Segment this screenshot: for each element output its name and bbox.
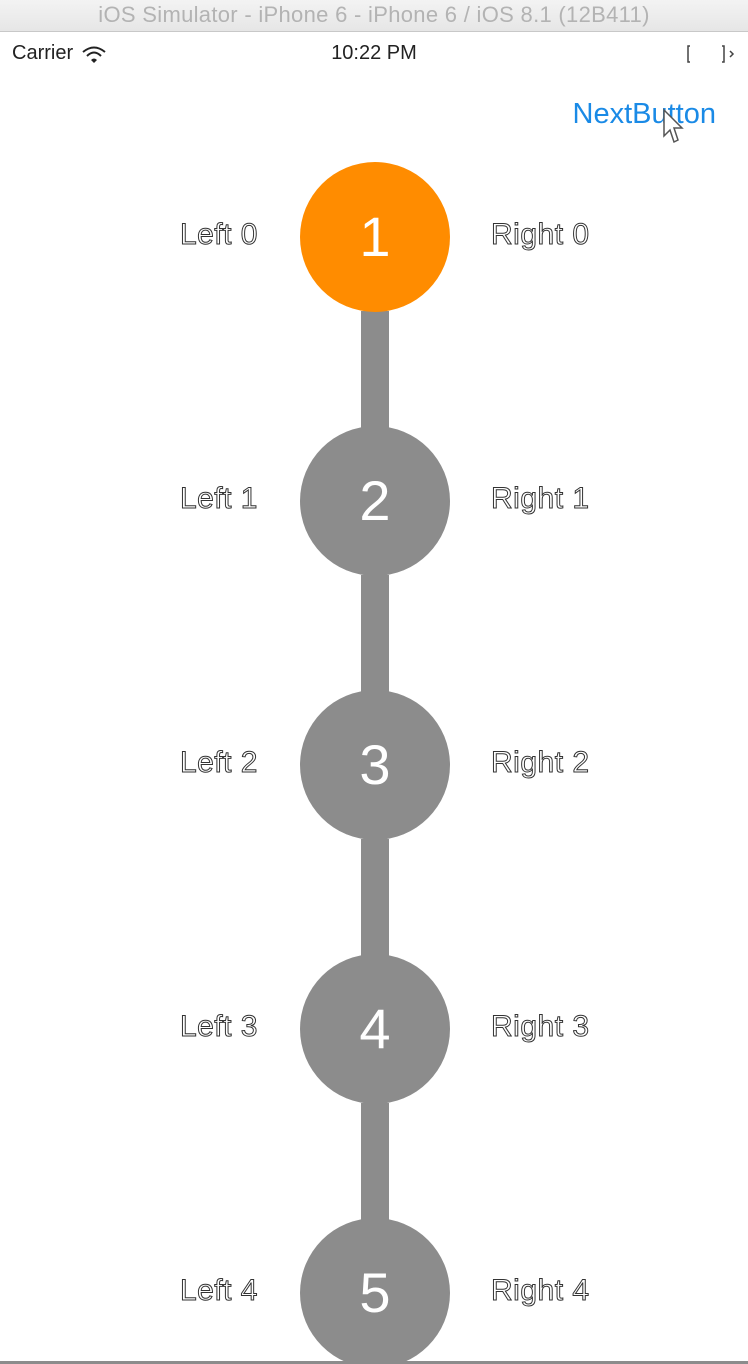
step-left-label: Left 2 — [179, 746, 258, 780]
step-row: Left 3 4 Right 3 — [0, 954, 748, 1104]
step-row: Left 0 1 Right 0 — [0, 162, 748, 312]
step-left-label: Left 0 — [179, 218, 258, 252]
carrier-indicator: Carrier — [12, 42, 107, 65]
step-right-label: Right 3 — [491, 1010, 590, 1044]
wifi-icon — [82, 46, 106, 63]
battery-icon — [687, 45, 735, 63]
step-connector — [361, 311, 389, 429]
step-circle: 2 — [300, 426, 450, 576]
step-row: Left 2 3 Right 2 — [0, 690, 748, 840]
step-connector — [361, 1103, 389, 1221]
step-right-label: Right 4 — [491, 1274, 590, 1308]
step-circle-active: 1 — [300, 162, 450, 312]
step-right-label: Right 1 — [491, 482, 590, 516]
step-right-label: Right 2 — [491, 746, 590, 780]
step-row: Left 1 2 Right 1 — [0, 426, 748, 576]
step-circle: 4 — [300, 954, 450, 1104]
bottom-divider — [0, 1361, 748, 1364]
step-circle: 3 — [300, 690, 450, 840]
step-left-label: Left 3 — [179, 1010, 258, 1044]
status-time: 10:22 PM — [331, 42, 417, 64]
step-connector — [361, 575, 389, 693]
step-row: Left 4 5 Right 4 — [0, 1218, 748, 1364]
window-title: iOS Simulator - iPhone 6 - iPhone 6 / iO… — [98, 2, 650, 27]
step-right-label: Right 0 — [491, 218, 590, 252]
step-connector — [361, 839, 389, 957]
simulator-title-bar: iOS Simulator - iPhone 6 - iPhone 6 / iO… — [0, 0, 748, 32]
next-button[interactable]: NextButton — [572, 98, 716, 130]
mouse-cursor-icon — [663, 108, 684, 144]
step-circle: 5 — [300, 1218, 450, 1364]
step-left-label: Left 4 — [179, 1274, 258, 1308]
status-bar: Carrier 10:22 PM — [0, 32, 748, 74]
carrier-label: Carrier — [12, 42, 74, 64]
step-left-label: Left 1 — [179, 482, 258, 516]
